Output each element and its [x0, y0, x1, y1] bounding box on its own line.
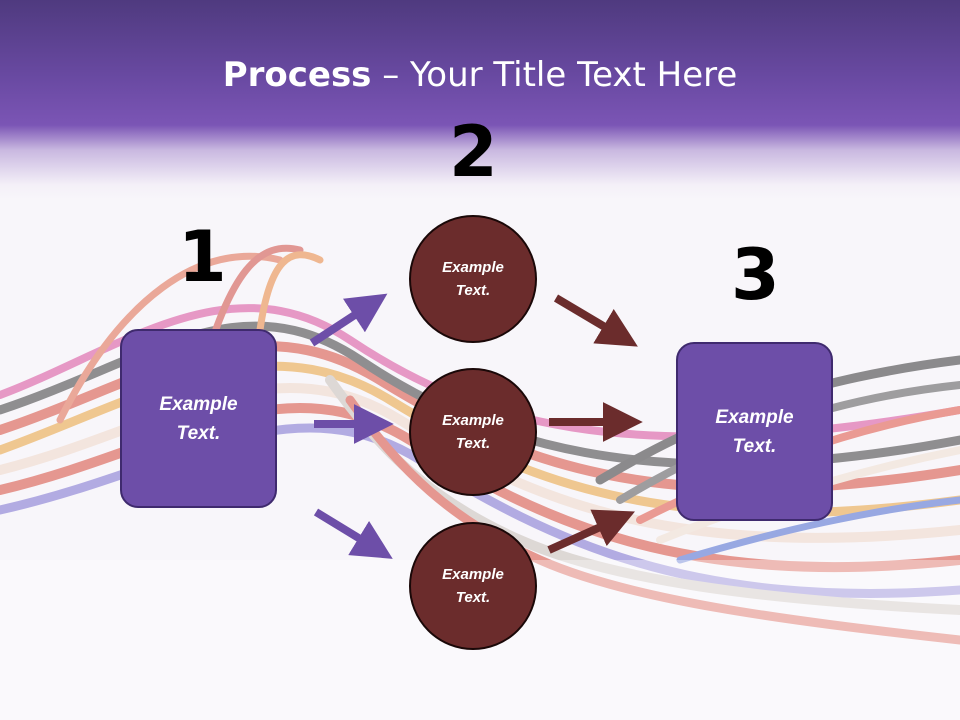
circle-middle-text: Example Text. [442, 412, 504, 452]
step-2-circle-middle[interactable]: Example Text. [409, 368, 537, 496]
arrow-circle-3-to-box [547, 509, 635, 554]
arrow-circle-1-to-box [553, 294, 638, 347]
step-2-circle-bottom[interactable]: Example Text. [409, 522, 537, 650]
step-number-1: 1 [178, 216, 227, 298]
slide-title: Process – Your Title Text Here [0, 55, 960, 95]
circle-top-text: Example Text. [442, 259, 504, 299]
title-bold: Process [222, 55, 372, 95]
circle-bottom-text: Example Text. [442, 566, 504, 606]
arrow-box-to-circle-3 [313, 508, 393, 559]
title-rest: – Your Title Text Here [371, 55, 738, 95]
step-3-box[interactable]: Example Text. [676, 342, 833, 521]
step-1-box[interactable]: Example Text. [120, 329, 277, 508]
step-2-circle-top[interactable]: Example Text. [409, 215, 537, 343]
step-1-box-text: Example Text. [159, 393, 238, 444]
step-number-3: 3 [731, 234, 780, 316]
arrow-box-to-circle-1 [309, 293, 388, 347]
title-bar [0, 0, 960, 200]
step-3-box-text: Example Text. [715, 406, 794, 457]
step-number-2: 2 [449, 111, 498, 193]
